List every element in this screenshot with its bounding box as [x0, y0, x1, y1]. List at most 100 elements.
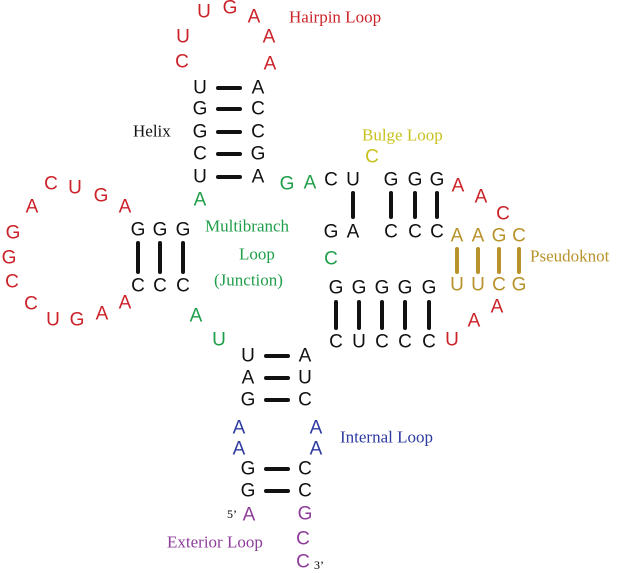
- helix-nucleotide: G: [408, 170, 423, 191]
- helix-label: Helix: [133, 122, 171, 141]
- pseudoknot-label: Pseudoknot: [530, 247, 610, 266]
- multibranch-loop-label-line2: Loop: [239, 245, 275, 264]
- pseudoknot-nucleotide: A: [451, 226, 464, 247]
- exterior-loop-nucleotide: G: [298, 504, 313, 525]
- internal-loop-label: Internal Loop: [340, 428, 433, 447]
- pseudoknot-nucleotide: C: [512, 226, 526, 247]
- helix-nucleotide: G: [384, 170, 399, 191]
- helix-nucleotide: C: [430, 222, 444, 243]
- helix-nucleotide: A: [242, 368, 255, 389]
- hairpin-nucleotide: C: [5, 272, 19, 293]
- helix-nucleotide: C: [251, 122, 265, 143]
- helix-nucleotide: G: [251, 144, 266, 165]
- hairpin-nucleotide: G: [6, 223, 21, 244]
- bulge-nucleotide: C: [365, 147, 379, 168]
- helix-nucleotide: C: [384, 222, 398, 243]
- helix-nucleotide: C: [251, 99, 265, 120]
- helix-nucleotide: G: [352, 278, 367, 299]
- pseudoknot-nucleotide: U: [471, 275, 485, 296]
- three-prime-end-label: 3’: [314, 558, 324, 572]
- helix-nucleotide: G: [430, 170, 445, 191]
- hairpin-nucleotide: A: [119, 197, 132, 218]
- hairpin-nucleotide: C: [175, 52, 189, 73]
- hairpin-nucleotide: A: [264, 54, 277, 75]
- hairpin-nucleotide: U: [176, 27, 190, 48]
- multibranch-nucleotide: C: [324, 249, 338, 270]
- region-labels: Hairpin Loop Helix Bulge Loop Multibranc…: [133, 8, 610, 573]
- helix-nucleotide: C: [153, 276, 167, 297]
- hairpin-nucleotide: A: [491, 297, 504, 318]
- helix-nucleotide: G: [131, 220, 146, 241]
- multibranch-nucleotide: A: [190, 306, 203, 327]
- helix-nucleotide: G: [241, 459, 256, 480]
- helix-nucleotide: G: [193, 99, 208, 120]
- helix-nucleotide: G: [375, 278, 390, 299]
- helix-nucleotide: U: [193, 167, 207, 188]
- helix-nucleotide: C: [298, 459, 312, 480]
- pseudoknot-nucleotide: G: [492, 226, 507, 247]
- hairpin-nucleotide: C: [44, 174, 58, 195]
- helix-nucleotide: G: [324, 222, 339, 243]
- exterior-loop-nucleotide: C: [296, 552, 310, 573]
- hairpin-nucleotide: G: [223, 0, 238, 19]
- helix-nucleotide: C: [422, 332, 436, 353]
- hairpin-nucleotide: U: [445, 330, 459, 351]
- multibranch-loop-label-line3: (Junction): [214, 271, 283, 290]
- multibranch-nucleotide: A: [194, 190, 207, 211]
- helix-nucleotide: G: [176, 220, 191, 241]
- helix-nucleotide: C: [408, 222, 422, 243]
- hairpin-nucleotide: A: [452, 176, 465, 197]
- helix-nucleotide: C: [176, 276, 190, 297]
- helix-nucleotide: C: [375, 332, 389, 353]
- hairpin-nucleotide: U: [197, 2, 211, 23]
- pseudoknot-nucleotide: C: [492, 275, 506, 296]
- bulge-loop-label: Bulge Loop: [362, 126, 443, 145]
- internal-loop-nucleotide: A: [310, 439, 323, 460]
- exterior-loop-nucleotide: A: [243, 505, 256, 526]
- helix-nucleotide: U: [298, 368, 312, 389]
- helix-nucleotide: G: [241, 390, 256, 411]
- hairpin-nucleotide: A: [119, 293, 132, 314]
- exterior-loop-nucleotide: C: [296, 529, 310, 550]
- hairpin-nucleotide: C: [496, 204, 510, 225]
- pseudoknot-nucleotide: G: [512, 275, 527, 296]
- helix-nucleotide: A: [252, 78, 265, 99]
- hairpin-nucleotide: U: [46, 310, 60, 331]
- pseudoknot-nucleotide: U: [450, 275, 464, 296]
- hairpin-nucleotide: G: [2, 248, 17, 269]
- hairpin-nucleotide: A: [263, 27, 276, 48]
- helix-nucleotide: U: [193, 78, 207, 99]
- multibranch-nucleotide: U: [212, 330, 226, 351]
- internal-loop-nucleotide: A: [233, 439, 246, 460]
- helix-nucleotide: G: [398, 278, 413, 299]
- internal-loop-nucleotide: A: [310, 418, 323, 439]
- multibranch-loop-label-line1: Multibranch: [205, 217, 290, 236]
- hairpin-nucleotide: U: [68, 178, 82, 199]
- helix-nucleotide: C: [298, 390, 312, 411]
- helix-nucleotide: U: [352, 332, 366, 353]
- multibranch-nucleotide: A: [304, 173, 317, 194]
- helix-nucleotide: G: [193, 122, 208, 143]
- exterior-loop-label: Exterior Loop: [167, 533, 263, 552]
- hairpin-nucleotide: A: [26, 197, 39, 218]
- helix-nucleotide: C: [398, 332, 412, 353]
- hairpin-nucleotide: G: [70, 310, 85, 331]
- multibranch-nucleotide: G: [280, 174, 295, 195]
- helix-nucleotide: C: [131, 276, 145, 297]
- hairpin-nucleotide: A: [96, 304, 109, 325]
- internal-loop-nucleotide: A: [233, 418, 246, 439]
- helix-nucleotide: A: [347, 222, 360, 243]
- helix-nucleotide: A: [299, 346, 312, 367]
- pseudoknot-nucleotide: A: [472, 226, 485, 247]
- hairpin-nucleotide: A: [475, 187, 488, 208]
- helix-nucleotide: C: [298, 481, 312, 502]
- base-pair-bonds: [136, 86, 521, 493]
- five-prime-end-label: 5’: [227, 507, 237, 521]
- helix-nucleotide: A: [252, 167, 265, 188]
- hairpin-nucleotide: C: [24, 294, 38, 315]
- helix-nucleotide: G: [329, 278, 344, 299]
- hairpin-nucleotide: A: [468, 311, 481, 332]
- helix-nucleotide: G: [422, 278, 437, 299]
